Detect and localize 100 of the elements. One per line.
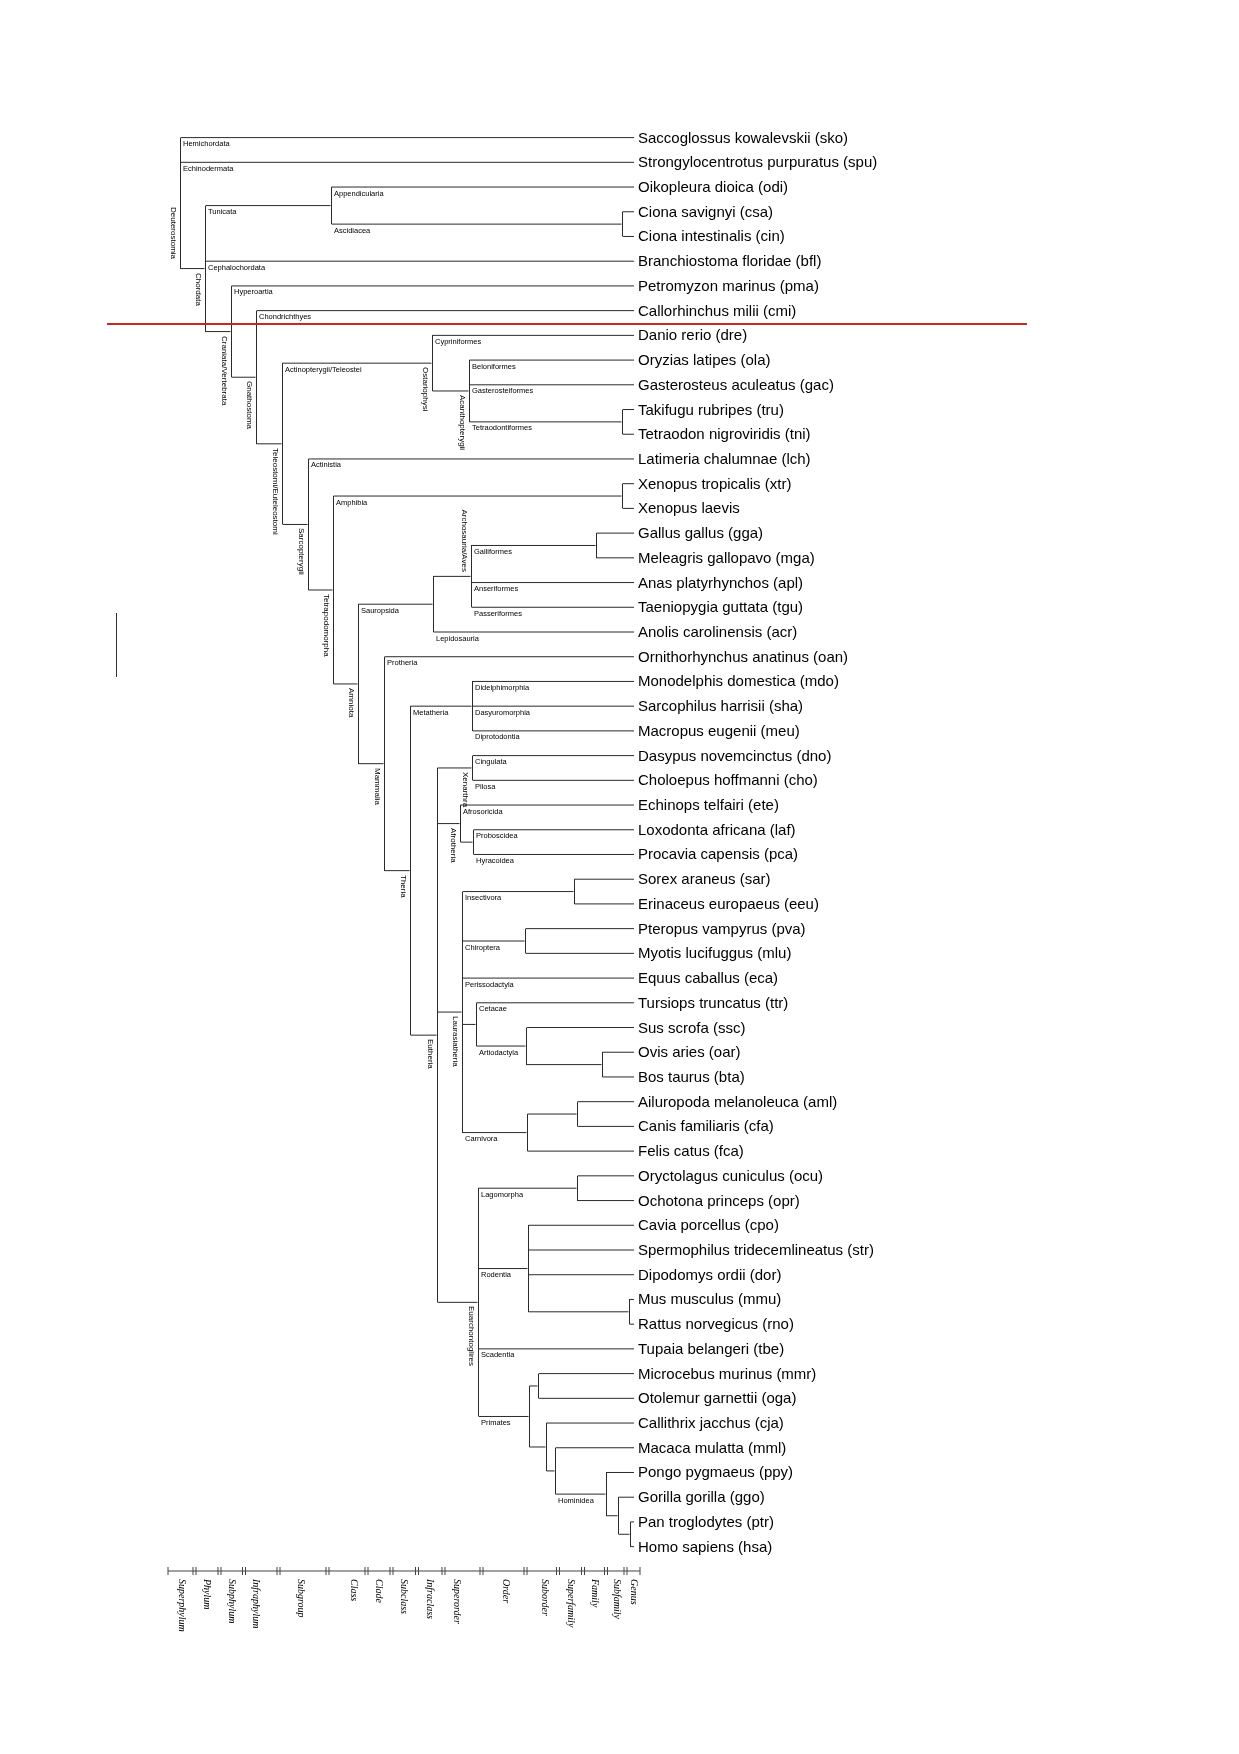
species-name: Tursiops truncatus (ttr) [634, 992, 789, 1013]
species-name: Rattus norvegicus (rno) [634, 1314, 794, 1335]
branch-line [231, 376, 256, 378]
branch-line [622, 236, 635, 237]
species-name: Equus caballus (eca) [634, 968, 779, 989]
branch-line [618, 1496, 635, 1498]
branch-line [433, 631, 635, 633]
rank-label: Class [349, 1579, 360, 1602]
branch-line [529, 1446, 546, 1448]
branch-line [618, 1533, 630, 1535]
branch-line [437, 823, 460, 825]
branch-line [472, 680, 635, 682]
species-name: Choloepus hoffmanni (cho) [634, 770, 818, 791]
clade-name: Laurasiatheria [451, 1016, 460, 1067]
branch-line [469, 359, 635, 361]
species-name: Macaca mulatta (mml) [634, 1437, 787, 1458]
branch-line [308, 589, 333, 591]
clade-name: Amniota [347, 687, 356, 718]
branch-line [602, 1076, 635, 1078]
branch-line [526, 1027, 635, 1028]
rank-label: Clade [374, 1579, 385, 1603]
branch-line [472, 705, 635, 707]
species-name: Gorilla gorilla (ggo) [634, 1487, 765, 1508]
species-name: Sorex araneus (sar) [634, 869, 771, 890]
branch-line [358, 763, 384, 765]
clade-name: Tetrapodomorpha [322, 594, 331, 657]
species-name: Monodelphis domestica (mdo) [634, 671, 839, 692]
branch-line [231, 285, 635, 287]
branch-line [546, 1422, 635, 1424]
branch-line [180, 161, 635, 163]
branch-line [577, 1200, 635, 1202]
species-name: Mus musculus (mmu) [634, 1289, 782, 1310]
branch-line [462, 1132, 527, 1134]
species-name: Ailuropoda melanoleuca (aml) [634, 1091, 838, 1112]
branch-line [471, 545, 596, 546]
clade-name: Euarchontoglires [467, 1306, 476, 1367]
clade-name: Eutheria [426, 1039, 435, 1069]
clade-name: Mammalia [373, 767, 382, 805]
branch-line [384, 870, 410, 872]
branch-line [437, 1301, 478, 1303]
species-name: Ciona intestinalis (cin) [634, 226, 785, 247]
branch-line [476, 1045, 526, 1047]
branch-line [596, 557, 635, 559]
branch-line [256, 310, 635, 312]
branch-line [577, 1101, 635, 1103]
species-name: Petromyzon marinus (pma) [634, 275, 819, 296]
branch-line [462, 977, 635, 979]
species-name: Latimeria chalumnae (lch) [634, 448, 811, 469]
branch-line [555, 1447, 635, 1449]
species-name: Pan troglodytes (ptr) [634, 1511, 774, 1532]
species-name: Xenopus laevis [634, 498, 740, 519]
species-name: Saccoglossus kowalevskii (sko) [634, 127, 849, 148]
branch-line [469, 421, 622, 423]
species-name: Anolis carolinensis (acr) [634, 622, 798, 642]
branch-line [472, 779, 635, 781]
branch-line [333, 495, 622, 497]
species-name: Echinops telfairi (ete) [634, 795, 779, 816]
branch-line [282, 523, 308, 525]
branch-line [282, 362, 432, 364]
branch-line [526, 1064, 602, 1066]
branch-line [546, 1470, 555, 1472]
rank-label: Suborder [540, 1579, 551, 1616]
branch-line [331, 186, 635, 188]
branch-line [205, 205, 331, 207]
species-name: Gallus gallus (gga) [634, 523, 764, 544]
species-name: Taeniopygia guttata (tgu) [634, 597, 804, 618]
branch-line [622, 433, 635, 435]
species-name: Felis catus (fca) [634, 1141, 744, 1162]
branch-line [473, 854, 635, 855]
branch-line [180, 268, 205, 270]
rank-label: Subphylum [227, 1579, 238, 1624]
branch-line [437, 1011, 462, 1013]
species-name: Callithrix jacchus (cja) [634, 1413, 784, 1434]
species-name: Callorhinchus milii (cmi) [634, 300, 797, 321]
rank-label: Subfamily [612, 1579, 623, 1619]
species-name: Tetraodon nigroviridis (tni) [634, 424, 811, 445]
species-name: Ochotona princeps (opr) [634, 1190, 800, 1211]
branch-line [433, 575, 471, 577]
branch-line [574, 878, 635, 880]
species-name: Cavia porcellus (cpo) [634, 1215, 779, 1236]
branch-line [180, 137, 635, 139]
rank-label: Family [590, 1579, 601, 1608]
branch-line [528, 1311, 629, 1313]
branch-line [478, 1268, 528, 1270]
species-name: Myotis lucifuggus (mlu) [634, 943, 792, 964]
species-name: Ovis aries (oar) [634, 1042, 741, 1063]
species-name: Bos taurus (bta) [634, 1066, 745, 1087]
branch-line [410, 705, 472, 707]
branch-line [469, 384, 635, 386]
branch-line [205, 331, 231, 333]
species-name: Oikopleura dioica (odi) [634, 177, 789, 198]
branch-line [384, 656, 635, 658]
clade-name: Teleostomi/Euteleostomi [271, 447, 280, 535]
branch-line [256, 443, 282, 445]
rank-label: Superorder [452, 1579, 463, 1624]
branch-line [622, 409, 635, 410]
branch-line [525, 928, 635, 930]
species-name: Strongylocentrotus purpuratus (spu) [634, 152, 878, 173]
species-name: Tupaia belangeri (tbe) [634, 1338, 785, 1359]
clade-name: Gnathostoma [245, 381, 254, 430]
